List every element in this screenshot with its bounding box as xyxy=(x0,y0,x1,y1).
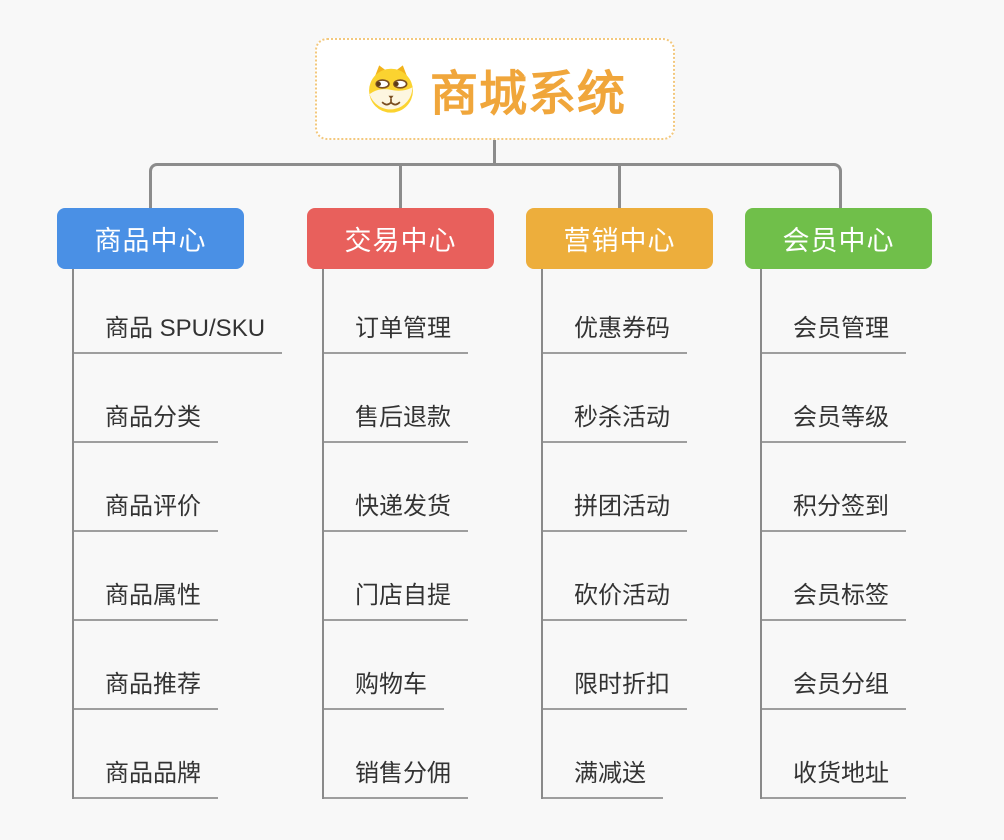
leaf-node: 门店自提 xyxy=(324,532,537,621)
connector-drop-trade xyxy=(399,166,402,208)
branch-member-center: 会员中心 会员管理 会员等级 积分签到 会员标签 会员分组 收货地址 xyxy=(745,208,975,799)
leaf-label[interactable]: 门店自提 xyxy=(324,575,468,621)
branch-list-product: 商品 SPU/SKU 商品分类 商品评价 商品属性 商品推荐 商品品牌 xyxy=(72,269,287,799)
leaf-label[interactable]: 商品品牌 xyxy=(74,753,218,799)
leaf-node: 会员管理 xyxy=(762,269,975,354)
leaf-node: 会员标签 xyxy=(762,532,975,621)
branch-marketing-center: 营销中心 优惠券码 秒杀活动 拼团活动 砍价活动 限时折扣 满减送 xyxy=(526,208,756,799)
branch-header-product[interactable]: 商品中心 xyxy=(57,208,244,269)
connector-root-drop xyxy=(493,140,496,166)
leaf-node: 商品推荐 xyxy=(74,621,287,710)
leaf-label[interactable]: 会员标签 xyxy=(762,575,906,621)
connector-bus xyxy=(149,163,842,208)
leaf-node: 购物车 xyxy=(324,621,537,710)
branch-header-trade[interactable]: 交易中心 xyxy=(307,208,494,269)
leaf-node: 订单管理 xyxy=(324,269,537,354)
leaf-node: 限时折扣 xyxy=(543,621,756,710)
leaf-label[interactable]: 秒杀活动 xyxy=(543,397,687,443)
branch-header-member[interactable]: 会员中心 xyxy=(745,208,932,269)
leaf-label[interactable]: 会员管理 xyxy=(762,308,906,354)
leaf-node: 优惠券码 xyxy=(543,269,756,354)
leaf-node: 售后退款 xyxy=(324,354,537,443)
dog-face-icon xyxy=(364,62,418,116)
leaf-label[interactable]: 会员分组 xyxy=(762,664,906,710)
leaf-label[interactable]: 砍价活动 xyxy=(543,575,687,621)
leaf-label[interactable]: 快递发货 xyxy=(324,486,468,532)
leaf-node: 会员等级 xyxy=(762,354,975,443)
leaf-label[interactable]: 积分签到 xyxy=(762,486,906,532)
leaf-node: 满减送 xyxy=(543,710,756,799)
leaf-node: 积分签到 xyxy=(762,443,975,532)
branch-product-center: 商品中心 商品 SPU/SKU 商品分类 商品评价 商品属性 商品推荐 商品品牌 xyxy=(57,208,287,799)
branch-list-marketing: 优惠券码 秒杀活动 拼团活动 砍价活动 限时折扣 满减送 xyxy=(541,269,756,799)
leaf-node: 商品属性 xyxy=(74,532,287,621)
root-node[interactable]: 商城系统 xyxy=(315,38,675,140)
leaf-label[interactable]: 商品 SPU/SKU xyxy=(74,308,283,354)
leaf-node: 秒杀活动 xyxy=(543,354,756,443)
branch-list-trade: 订单管理 售后退款 快递发货 门店自提 购物车 销售分佣 xyxy=(322,269,537,799)
leaf-label[interactable]: 限时折扣 xyxy=(543,664,687,710)
leaf-label[interactable]: 收货地址 xyxy=(762,753,906,799)
leaf-node: 收货地址 xyxy=(762,710,975,799)
leaf-label[interactable]: 订单管理 xyxy=(324,308,468,354)
leaf-label[interactable]: 售后退款 xyxy=(324,397,468,443)
leaf-label[interactable]: 拼团活动 xyxy=(543,486,687,532)
leaf-node: 商品评价 xyxy=(74,443,287,532)
leaf-node: 快递发货 xyxy=(324,443,537,532)
branch-header-marketing[interactable]: 营销中心 xyxy=(526,208,713,269)
leaf-node: 会员分组 xyxy=(762,621,975,710)
connector-drop-marketing xyxy=(618,166,621,208)
leaf-node: 销售分佣 xyxy=(324,710,537,799)
leaf-label[interactable]: 商品评价 xyxy=(74,486,218,532)
leaf-label[interactable]: 满减送 xyxy=(543,753,663,799)
root-title: 商城系统 xyxy=(429,68,626,121)
leaf-label[interactable]: 商品属性 xyxy=(74,575,218,621)
leaf-node: 商品 SPU/SKU xyxy=(74,269,287,354)
leaf-label[interactable]: 会员等级 xyxy=(762,397,906,443)
leaf-label[interactable]: 优惠券码 xyxy=(543,308,687,354)
leaf-label[interactable]: 购物车 xyxy=(324,664,444,710)
leaf-node: 商品品牌 xyxy=(74,710,287,799)
leaf-node: 商品分类 xyxy=(74,354,287,443)
leaf-node: 砍价活动 xyxy=(543,532,756,621)
leaf-label[interactable]: 商品分类 xyxy=(74,397,218,443)
branch-trade-center: 交易中心 订单管理 售后退款 快递发货 门店自提 购物车 销售分佣 xyxy=(307,208,537,799)
leaf-label[interactable]: 商品推荐 xyxy=(74,664,218,710)
leaf-node: 拼团活动 xyxy=(543,443,756,532)
leaf-label[interactable]: 销售分佣 xyxy=(324,753,468,799)
branch-list-member: 会员管理 会员等级 积分签到 会员标签 会员分组 收货地址 xyxy=(760,269,975,799)
